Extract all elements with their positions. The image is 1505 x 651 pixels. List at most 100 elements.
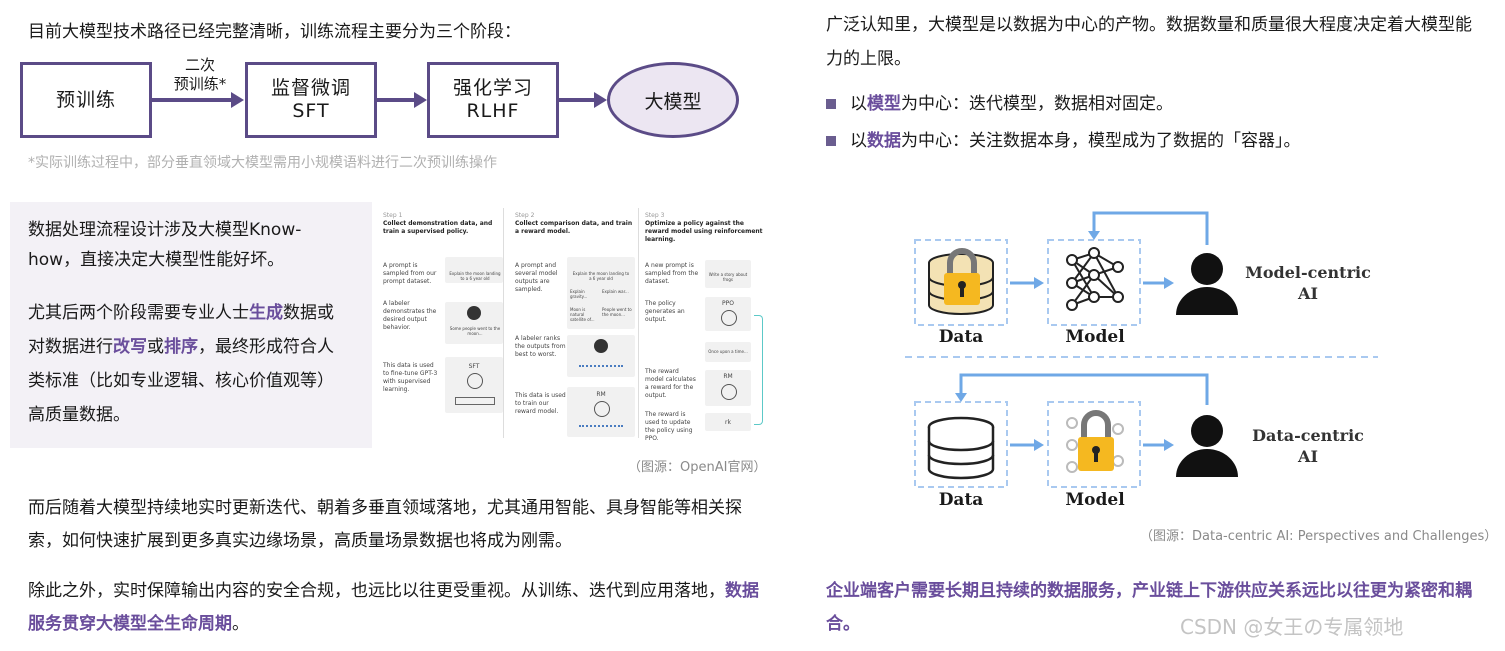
arrow-label-line2: 预训练* [173, 75, 227, 93]
step3-desc-c: The reward model calculates a reward for… [645, 368, 696, 399]
text: 除此之外，实时保障输出内容的安全合规，也远比以往更受重视。从训练、迭代到应用落地… [28, 581, 725, 601]
step3-output: Once upon a time... [708, 349, 748, 354]
bullet-square-icon [826, 136, 836, 146]
user-icon [1176, 253, 1238, 315]
step3-rm-card: RM [705, 370, 751, 406]
arrow-head [1034, 439, 1044, 451]
step3-desc-b: The policy generates an output. [645, 300, 685, 323]
panel-paragraph-2: 尤其后两个阶段需要专业人士生成数据或对数据进行改写或排序，最终形成符合人类标准（… [28, 296, 350, 432]
arrow-head [1164, 277, 1174, 289]
step2-outputs-card: Explain the moon landing to a 6 year old… [567, 257, 635, 329]
labeler-avatar-icon [594, 339, 608, 353]
data-centric-line1: Data-centric [1252, 426, 1364, 445]
step3-title: Optimize a policy against the reward mod… [645, 220, 763, 243]
step1-column: Step 1 Collect demonstration data, and t… [383, 212, 503, 236]
model-box [1047, 401, 1141, 488]
knowhow-panel [10, 202, 372, 448]
rlhf-figure: Step 1 Collect demonstration data, and t… [375, 205, 770, 450]
data-centric-row [914, 373, 1238, 488]
step2-output-a: Explain gravity... [570, 289, 588, 299]
arrow-rlhf-llm [559, 92, 607, 108]
step1-labeler-card: Some people went to the moon... [445, 302, 503, 344]
conclusion: 企业端客户需要长期且持续的数据服务，产业链上下游供应关系远比以往更为紧密和耦合。 [826, 581, 1472, 634]
step2-desc-c: This data is used to train our reward mo… [515, 392, 566, 415]
bullet-data-centric: 以数据为中心：关注数据本身，模型成为了数据的「容器」。 [826, 126, 1301, 156]
figure-source-openai: （图源：OpenAI官网） [628, 460, 767, 475]
step3-policy-card: PPO [705, 297, 751, 331]
data-label: Data [938, 490, 984, 510]
lock-icon [1078, 410, 1114, 471]
database-icon [927, 416, 995, 480]
model-centric-line2: AI [1298, 284, 1318, 303]
step1-model-label: SFT [468, 363, 480, 370]
stage-sublabel: SFT [292, 100, 330, 122]
step1-heading: Step 1 [383, 212, 403, 219]
network-icon [467, 373, 483, 389]
step1-desc-a: A prompt is sampled from our prompt data… [383, 262, 437, 285]
step3-reward-card: rk [705, 413, 751, 431]
stage-sublabel: RLHF [466, 100, 520, 122]
column-divider [638, 208, 639, 438]
stage-sft: 监督微调 SFT [245, 62, 377, 138]
stage-pretrain: 预训练 [20, 62, 152, 138]
footnote: *实际训练过程中，部分垂直领域大模型需用小规模语料进行二次预训练操作 [28, 155, 497, 171]
step3-policy-label: PPO [722, 300, 734, 307]
step3-column: Step 3 Optimize a policy against the rew… [645, 212, 767, 244]
text: 为中心：迭代模型，数据相对固定。 [901, 94, 1173, 114]
arrow-label: 二次 预训练* [168, 56, 232, 94]
step2-heading: Step 2 [515, 212, 535, 219]
final-label: 大模型 [644, 90, 702, 113]
model-label: Model [1065, 490, 1125, 510]
text: 以 [850, 131, 867, 151]
bullet-model-centric: 以模型为中心：迭代模型，数据相对固定。 [826, 89, 1173, 119]
arrow-label-line1: 二次 [184, 56, 215, 74]
csdn-watermark: CSDN @女王の专属领地 [1180, 615, 1404, 639]
stage-label: 监督微调 [270, 77, 351, 99]
data-centric-label: Data-centric AI [1242, 425, 1374, 467]
right-intro: 广泛认知里，大模型是以数据为中心的产物。数据数量和质量很大程度决定着大模型能力的… [826, 15, 1472, 69]
model-centric-row [914, 211, 1238, 326]
step3-prompt: Write a story about frogs [708, 272, 748, 282]
column-divider [503, 208, 504, 438]
step1-desc-b: A labeler demonstrates the desired outpu… [383, 300, 437, 331]
final-llm-ellipse: 大模型 [607, 62, 739, 138]
step2-output-b: Explain war... [602, 289, 629, 294]
data-box [914, 239, 1008, 326]
highlight-data: 数据 [867, 131, 901, 151]
model-centric-label: Model-centric AI [1242, 262, 1374, 304]
stage-label: 预训练 [55, 88, 116, 111]
arrow-head [1164, 439, 1174, 451]
step1-title: Collect demonstration data, and train a … [383, 220, 493, 235]
highlight-rewrite: 改写 [113, 337, 147, 357]
feedback-arrow-model [1092, 211, 1209, 245]
ranking-icon [579, 365, 623, 371]
arrow-head [1088, 231, 1100, 240]
flow-intro: 目前大模型技术路径已经完整清晰，训练流程主要分为三个阶段： [28, 22, 521, 42]
model-centric-line1: Model-centric [1245, 263, 1371, 282]
arrow-head [1034, 277, 1044, 289]
step2-prompt: Explain the moon landing to a 6 year old [572, 271, 630, 281]
step2-output-c: Moon is natural satellite of... [570, 307, 595, 322]
text: 以 [850, 94, 867, 114]
step2-desc-a: A prompt and several model outputs are s… [515, 262, 558, 293]
step2-ranking-card [567, 335, 635, 377]
arrow-sft-rlhf [377, 92, 427, 108]
text: 或 [147, 337, 164, 357]
step2-title: Collect comparison data, and train a rew… [515, 220, 633, 235]
step3-reward: rk [725, 419, 731, 426]
network-icon [721, 384, 737, 400]
text: 为中心：关注数据本身，模型成为了数据的「容器」。 [901, 131, 1301, 151]
feedback-arrow-data [959, 373, 1209, 405]
data-label: Data [938, 327, 984, 347]
step2-output-d: People went to the moon... [602, 307, 632, 317]
stage-label: 强化学习 [452, 77, 533, 99]
step1-answer: Some people went to the moon... [449, 326, 501, 336]
labeler-avatar-icon [467, 306, 481, 320]
step1-prompt: Explain the moon landing to a 6 year old [449, 271, 501, 281]
step2-desc-b: A labeler ranks the outputs from best to… [515, 335, 566, 358]
network-icon [721, 310, 737, 326]
feedback-loop-arrow [754, 315, 763, 425]
highlight-lifecycle: 数据服务贯穿大模型全生命周期 [28, 581, 759, 634]
highlight-generate: 生成 [249, 303, 283, 323]
bullet-square-icon [826, 99, 836, 109]
